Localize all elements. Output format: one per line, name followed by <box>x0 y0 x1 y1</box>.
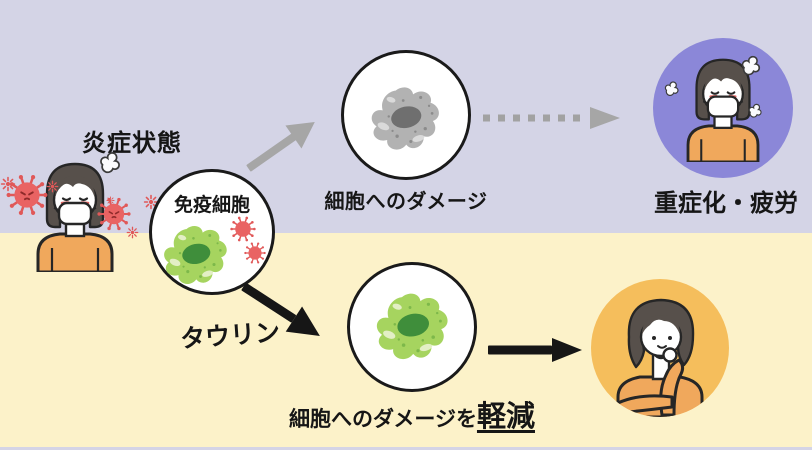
virus-burst-icon <box>0 176 16 192</box>
virus-burst-icon <box>126 226 139 239</box>
virus-icon <box>244 242 266 264</box>
healthy-person-circle <box>591 279 729 417</box>
fatigue-puff-icon <box>664 81 679 96</box>
healthy-cell-icon <box>376 293 448 360</box>
immune-cell-label: 免疫細胞 <box>173 195 250 216</box>
virus-icon <box>230 216 256 242</box>
taurine-label: タウリン <box>179 318 282 354</box>
severe-person-circle <box>653 38 793 178</box>
severe-fatigue-label: 重症化・疲労 <box>654 190 798 217</box>
reduce-damage-prefix: 細胞へのダメージを <box>289 408 477 431</box>
fatigue-puff-icon <box>741 55 761 76</box>
protected-cell-circle <box>347 262 477 392</box>
reduce-damage-label: 細胞へのダメージを軽減 <box>260 393 564 435</box>
healthy-person-icon <box>616 298 704 417</box>
cell-damage-label: 細胞へのダメージ <box>324 191 488 213</box>
severe-path-dashed-arrow <box>483 107 620 129</box>
inflammation-label: 炎症状態 <box>82 130 182 157</box>
virus-burst-icon <box>46 180 59 193</box>
damaged-cell-icon <box>371 87 439 150</box>
taurine-arrow <box>241 283 320 336</box>
reduce-damage-emphasis: 軽減 <box>476 401 535 433</box>
virus-burst-icon <box>106 196 115 205</box>
immune-cell-icon <box>164 226 227 285</box>
damage-path-arrow <box>246 122 315 172</box>
immune-cell-circle: 免疫細胞 <box>149 169 275 295</box>
damaged-cell-circle <box>341 50 471 180</box>
recovery-arrow <box>488 338 582 362</box>
fatigue-puff-icon <box>748 103 762 118</box>
